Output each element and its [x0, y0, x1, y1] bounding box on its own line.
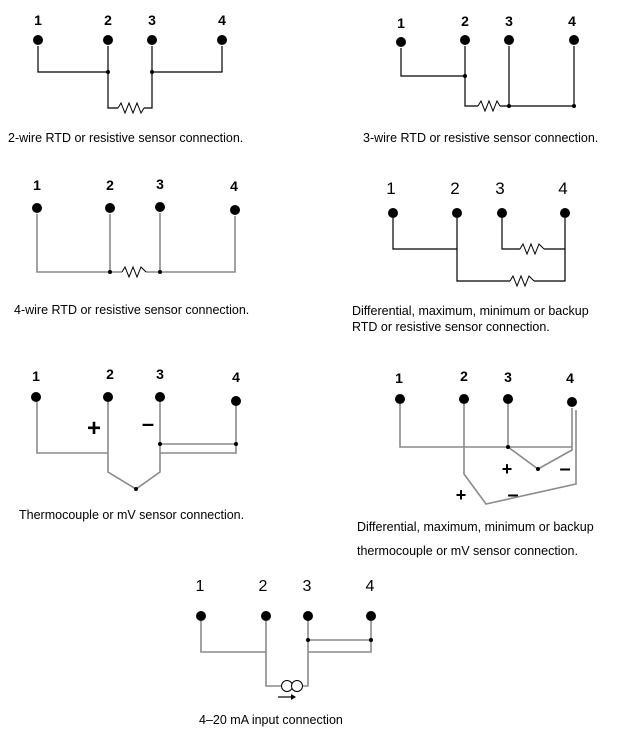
- terminal-label-4: 4: [568, 13, 576, 29]
- caption-line: 3-wire RTD or resistive sensor connectio…: [363, 131, 599, 145]
- terminal-1-icon: [396, 37, 406, 47]
- terminal-label-2: 2: [450, 179, 459, 198]
- terminal-3-icon: [497, 208, 507, 218]
- terminal-1-icon: [395, 394, 405, 404]
- terminal-label-3: 3: [156, 176, 164, 192]
- terminal-label-1: 1: [196, 578, 205, 595]
- terminal-label-2: 2: [461, 13, 469, 29]
- terminal-label-2: 2: [106, 177, 114, 193]
- caption-line: Differential, maximum, minimum or backup: [357, 520, 594, 534]
- diagram-differential-thermocouple: 1 2 3 4 + – + –: [395, 368, 577, 506]
- terminal-label-4: 4: [566, 370, 574, 386]
- diagram-differential-rtd: 1 2 3 4: [386, 179, 570, 288]
- caption-2wire: 2-wire RTD or resistive sensor connectio…: [8, 130, 243, 146]
- caption-line: 4–20 mA input connection: [199, 713, 343, 727]
- terminal-label-3: 3: [504, 369, 512, 385]
- terminal-label-4: 4: [232, 369, 240, 385]
- terminal-3-icon: [155, 202, 165, 212]
- caption-4wire: 4-wire RTD or resistive sensor connectio…: [14, 302, 249, 318]
- terminal-label-1: 1: [33, 177, 41, 193]
- plus-sign: +: [502, 459, 513, 479]
- terminal-label-1: 1: [386, 179, 395, 198]
- terminal-label-1: 1: [395, 370, 403, 386]
- terminal-label-4: 4: [218, 12, 226, 28]
- terminal-label-1: 1: [32, 368, 40, 384]
- caption-differential-thermocouple: Differential, maximum, minimum or backup…: [357, 515, 594, 563]
- diagram-2wire: 1 2 3 4: [33, 12, 227, 115]
- terminal-4-icon: [366, 611, 376, 621]
- terminal-2-icon: [459, 394, 469, 404]
- terminal-4-icon: [231, 396, 241, 406]
- terminal-label-1: 1: [34, 12, 42, 28]
- terminal-1-icon: [32, 203, 42, 213]
- terminal-1-icon: [388, 208, 398, 218]
- terminal-2-icon: [460, 35, 470, 45]
- minus-sign: –: [559, 458, 570, 480]
- current-source-icon: [278, 680, 303, 700]
- terminal-label-4: 4: [558, 179, 567, 198]
- terminal-label-3: 3: [148, 12, 156, 28]
- terminal-label-3: 3: [303, 578, 312, 595]
- caption-3wire: 3-wire RTD or resistive sensor connectio…: [363, 130, 598, 146]
- minus-sign: –: [142, 411, 154, 436]
- caption-ma-input: 4–20 mA input connection: [199, 712, 343, 728]
- terminal-1-icon: [31, 392, 41, 402]
- resistor-icon: [121, 265, 147, 279]
- terminal-3-icon: [503, 394, 513, 404]
- terminal-label-4: 4: [366, 578, 375, 595]
- terminal-2-icon: [103, 392, 113, 402]
- terminal-4-icon: [567, 397, 577, 407]
- terminal-label-1: 1: [397, 15, 405, 31]
- terminal-3-icon: [147, 35, 157, 45]
- resistor-icon: [519, 242, 545, 256]
- terminal-label-2: 2: [460, 368, 468, 384]
- caption-line: 2-wire RTD or resistive sensor connectio…: [8, 131, 244, 145]
- caption-line: Thermocouple or mV sensor connection.: [19, 508, 245, 522]
- terminal-2-icon: [103, 35, 113, 45]
- terminal-4-icon: [230, 205, 240, 215]
- caption-line: RTD or resistive sensor connection.: [352, 320, 550, 334]
- terminal-4-icon: [217, 35, 227, 45]
- terminal-label-2: 2: [104, 12, 112, 28]
- terminal-label-3: 3: [156, 366, 164, 382]
- terminal-1-icon: [33, 35, 43, 45]
- caption-line: 4-wire RTD or resistive sensor connectio…: [14, 303, 250, 317]
- terminal-label-2: 2: [259, 578, 268, 595]
- terminal-2-icon: [105, 203, 115, 213]
- diagram-4wire: 1 2 3 4: [32, 176, 240, 279]
- terminal-label-3: 3: [495, 179, 504, 198]
- terminal-label-3: 3: [505, 13, 513, 29]
- terminal-label-4: 4: [230, 178, 238, 194]
- terminal-3-icon: [303, 611, 313, 621]
- caption-thermocouple: Thermocouple or mV sensor connection.: [19, 507, 244, 523]
- resistor-icon: [117, 101, 145, 115]
- minus-sign: –: [507, 484, 518, 506]
- diagram-ma-input: 1 2 3 4: [196, 578, 376, 700]
- resistor-icon: [509, 274, 535, 288]
- terminal-2-icon: [261, 611, 271, 621]
- terminal-4-icon: [569, 35, 579, 45]
- resistor-icon: [477, 99, 501, 113]
- caption-line: thermocouple or mV sensor connection.: [357, 544, 578, 558]
- terminal-3-icon: [504, 35, 514, 45]
- caption-differential-rtd: Differential, maximum, minimum or backup…: [352, 303, 589, 335]
- caption-line: Differential, maximum, minimum or backup: [352, 304, 589, 318]
- terminal-3-icon: [155, 392, 165, 402]
- terminal-label-2: 2: [106, 366, 114, 382]
- terminal-4-icon: [560, 208, 570, 218]
- terminal-2-icon: [452, 208, 462, 218]
- diagram-3wire: 1 2 3 4: [396, 13, 579, 113]
- terminal-1-icon: [196, 611, 206, 621]
- plus-sign: +: [456, 485, 467, 505]
- diagram-thermocouple: 1 2 3 4 + –: [31, 366, 241, 491]
- plus-sign: +: [87, 415, 101, 442]
